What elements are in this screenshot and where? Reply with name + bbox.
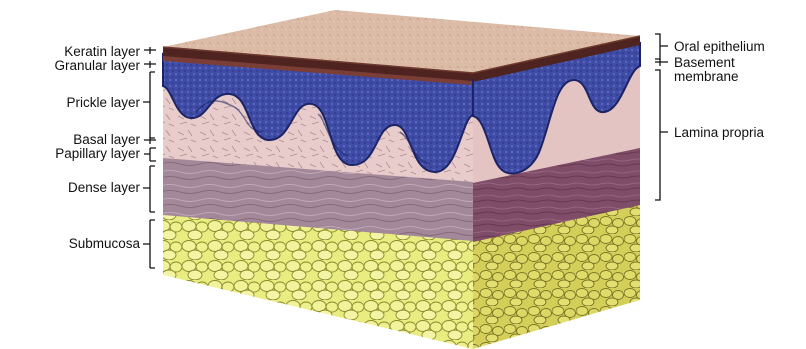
bracket-prickle — [143, 72, 155, 138]
bracket-lamina-propria — [655, 70, 668, 200]
bracket-granular — [144, 61, 156, 68]
right-labels: Oral epithelium Basement membrane Lamina… — [655, 34, 765, 200]
left-labels: Keratin layer Granular layer Prickle lay… — [54, 44, 156, 268]
bracket-keratin — [144, 47, 156, 54]
label-keratin-layer: Keratin layer — [64, 44, 140, 59]
bracket-oral-epithelium — [655, 34, 668, 59]
label-submucosa: Submucosa — [69, 236, 141, 251]
label-prickle-layer: Prickle layer — [66, 95, 140, 110]
bracket-basement-membrane — [655, 59, 668, 66]
label-membrane: membrane — [674, 69, 739, 84]
bracket-papillary — [144, 148, 156, 161]
label-papillary-layer: Papillary layer — [55, 146, 140, 161]
side-face — [473, 36, 640, 349]
label-oral-epithelium: Oral epithelium — [674, 39, 765, 54]
label-granular-layer: Granular layer — [54, 58, 140, 73]
label-basement: Basement — [674, 55, 735, 70]
label-basal-layer: Basal layer — [73, 132, 140, 147]
bracket-dense — [143, 166, 155, 212]
label-dense-layer: Dense layer — [68, 180, 141, 195]
label-lamina-propria: Lamina propria — [674, 125, 765, 140]
front-face — [163, 47, 473, 349]
bracket-submucosa — [143, 220, 155, 268]
